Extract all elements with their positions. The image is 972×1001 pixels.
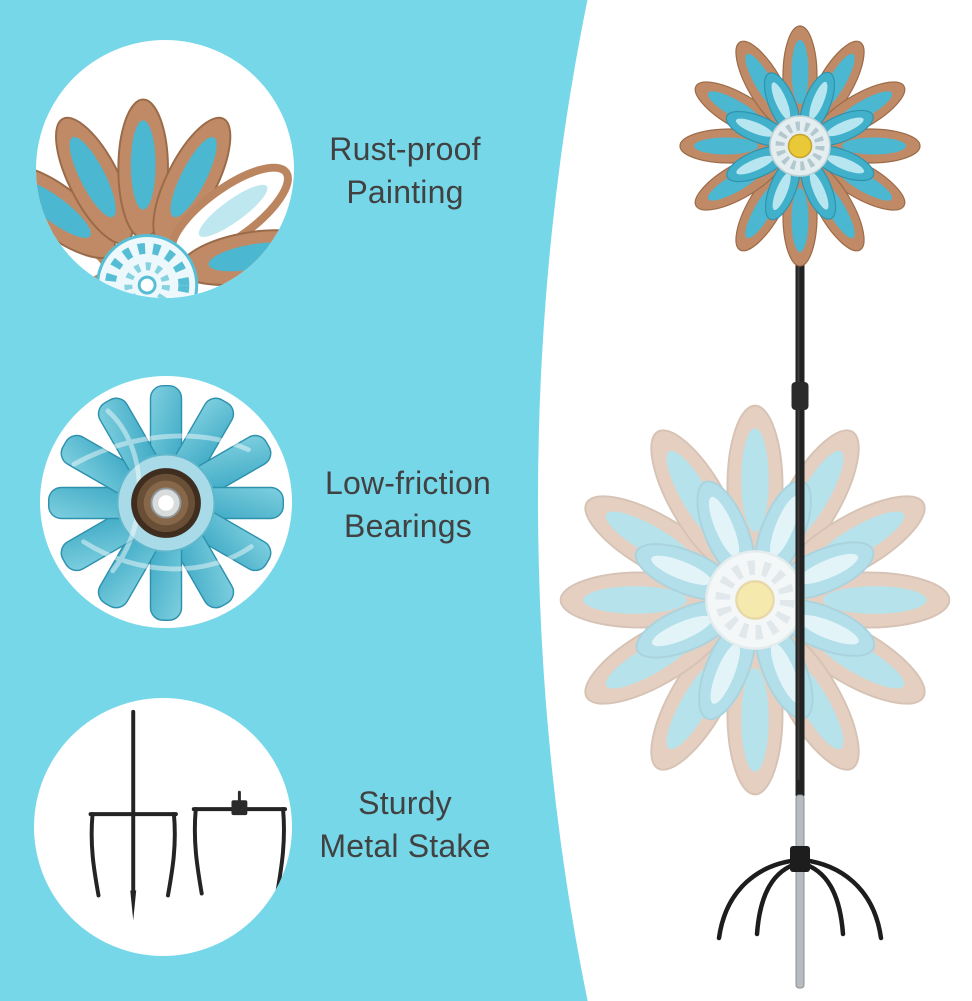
spinner-petals-detail-photo [36,98,294,298]
sturdy-metal-stake-photo-circle [34,698,292,956]
feature-label-line: Painting [346,174,464,210]
low-friction-bearings-photo-circle [40,376,292,628]
metal-stake-detail-photo [88,709,288,921]
bearing-detail-photo [47,384,285,621]
rust-proof-painting-photo-circle [36,40,294,298]
feature-label-line: Low-friction [324,465,491,501]
feature-label-low-friction-bearings: Low-friction Bearings [276,462,540,548]
feature-label-sturdy-metal-stake: Sturdy Metal Stake [273,782,537,868]
feature-label-line: Metal Stake [319,828,491,864]
wind-spinner-product-photo [540,0,972,989]
feature-label-rust-proof-painting: Rust-proof Painting [273,128,537,214]
feature-label-line: Sturdy [358,785,452,821]
feature-label-line: Rust-proof [329,131,481,167]
feature-label-line: Bearings [344,508,472,544]
